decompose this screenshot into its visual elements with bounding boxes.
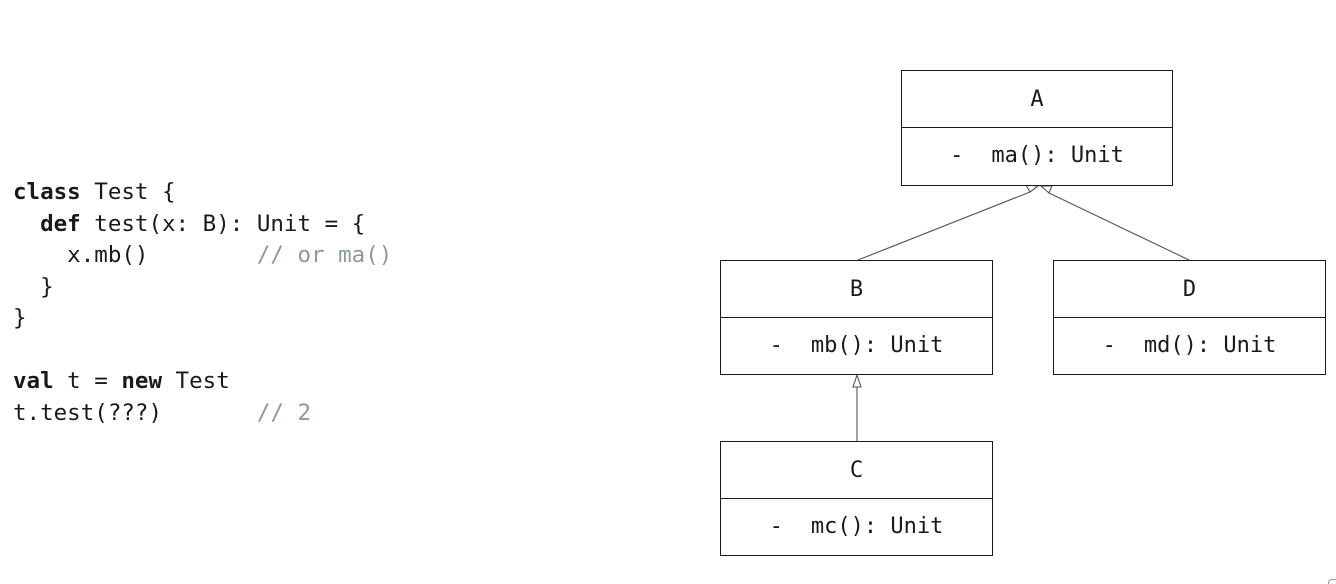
visibility-marker: -: [769, 333, 783, 358]
method-signature: mc(): Unit: [810, 514, 944, 539]
code-token: test(x: B): Unit = {: [80, 210, 366, 237]
code-block: class Test { def test(x: B): Unit = { x.…: [13, 177, 392, 429]
code-token: Test {: [80, 179, 176, 205]
class-box-d: D - md(): Unit: [1053, 260, 1326, 375]
edge-arrowheads: [852, 184, 1053, 388]
hollow-arrowhead-icon: [1025, 184, 1040, 193]
class-method: - md(): Unit: [1054, 318, 1325, 374]
class-box-b: B - mb(): Unit: [720, 260, 993, 375]
code-token: val: [13, 368, 54, 394]
visibility-marker: -: [950, 143, 964, 168]
class-method: - mc(): Unit: [721, 499, 992, 555]
code-line-8: t.test(???) // 2: [13, 398, 392, 430]
hollow-arrowhead-icon: [852, 373, 862, 388]
code-line-2: def test(x: B): Unit = {: [13, 209, 392, 241]
code-line-4: }: [13, 272, 392, 304]
code-line-1: class Test {: [13, 177, 392, 209]
code-token: }: [13, 305, 27, 331]
code-comment: // 2: [256, 399, 312, 426]
code-token: new: [121, 368, 163, 394]
code-token: t =: [53, 368, 122, 394]
hollow-arrowhead-icon: [1039, 185, 1053, 194]
code-line-3: x.mb() // or ma(): [13, 240, 392, 272]
code-token: def: [40, 210, 81, 237]
edge-d-to-a: [1048, 192, 1190, 261]
edge-lines: [856, 191, 1190, 441]
method-signature: ma(): Unit: [991, 143, 1124, 168]
code-token: }: [13, 273, 54, 300]
visibility-marker: -: [769, 514, 783, 539]
class-method: - mb(): Unit: [721, 318, 992, 374]
code-token: Test: [162, 368, 230, 394]
code-token: class: [13, 179, 81, 205]
method-signature: mb(): Unit: [810, 333, 944, 358]
class-box-a: A - ma(): Unit: [901, 70, 1173, 186]
code-token: t.test(???): [13, 399, 257, 426]
class-box-c: C - mc(): Unit: [720, 441, 993, 556]
class-method: - ma(): Unit: [902, 128, 1172, 184]
class-name: D: [1054, 261, 1325, 318]
code-line-5: }: [13, 303, 392, 335]
visibility-marker: -: [1102, 333, 1116, 358]
edge-b-to-a: [857, 191, 1031, 261]
class-name: A: [902, 71, 1172, 128]
class-name: C: [721, 442, 992, 499]
class-name: B: [721, 261, 992, 318]
code-comment: // or ma(): [256, 242, 393, 268]
code-line-7: val t = new Test: [13, 366, 392, 398]
method-signature: md(): Unit: [1143, 333, 1277, 358]
corner-fold-mark: [1328, 579, 1336, 584]
code-token: x.mb(): [13, 242, 257, 268]
